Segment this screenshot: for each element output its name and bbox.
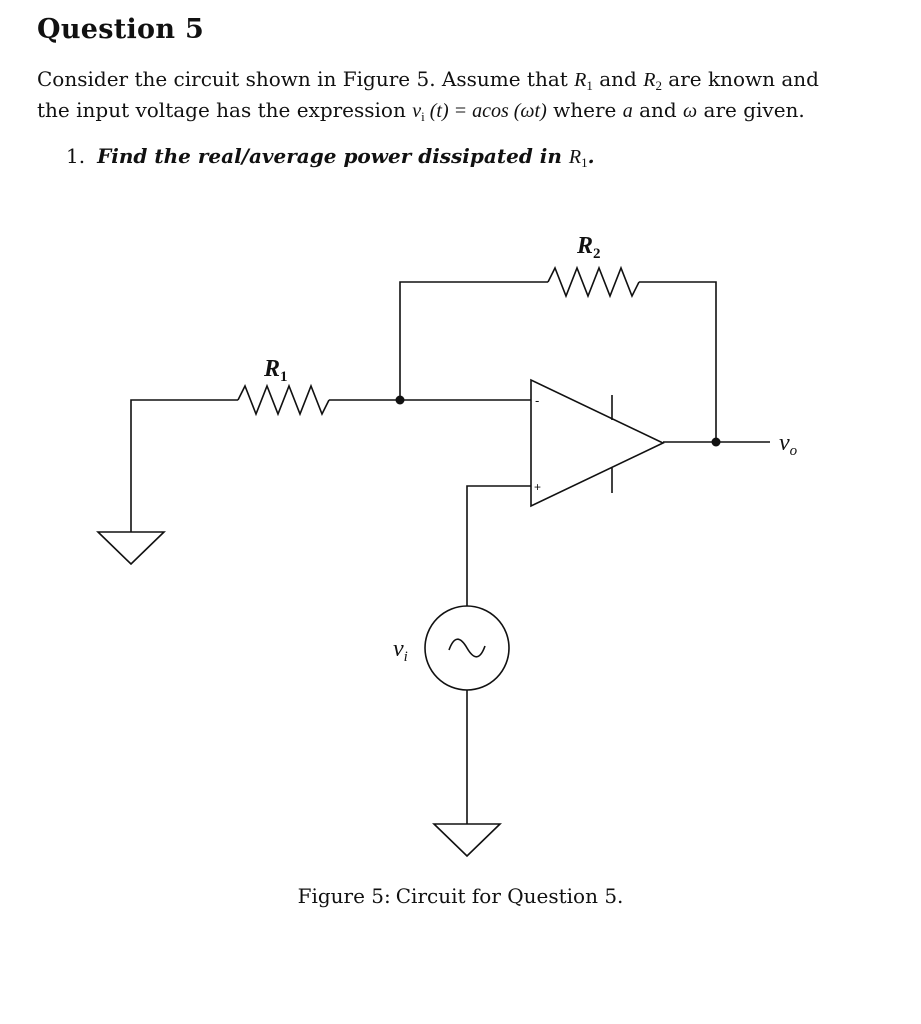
op-amp-plus-sign: + (534, 480, 541, 494)
op-amp-minus-sign: - (535, 393, 539, 408)
omega-symbol: ω (683, 100, 698, 122)
sine-wave-icon (448, 638, 486, 658)
r2-symbol: R2 (643, 69, 662, 93)
resistor-r1 (237, 383, 330, 417)
junction-node-input (395, 395, 405, 405)
caption-label: Figure 5: (297, 884, 391, 908)
statement-text: are given. (697, 98, 805, 122)
statement-text: the input voltage has the expression (37, 98, 413, 122)
r2-label: R2 (576, 233, 601, 262)
wire-feedback-right (639, 281, 717, 442)
op-amp (530, 378, 665, 508)
statement-text: Consider the circuit shown in Figure 5. … (37, 67, 575, 91)
item-number: 1. (66, 144, 86, 168)
wire-ground-to-r1 (130, 399, 238, 532)
circuit-diagram: - + R1 R2 vi vo (96, 233, 798, 858)
junction-node-output (711, 437, 721, 447)
figure-caption: Figure 5:Circuit for Question 5. (0, 884, 921, 908)
r1-label: R1 (263, 356, 288, 385)
a-symbol: a (622, 100, 633, 122)
question-item-1: 1. Find the real/average power dissipated… (66, 142, 595, 171)
vi-symbol: vi (412, 100, 425, 124)
caption-text: Circuit for Question 5. (395, 884, 624, 908)
wire-feedback-left (399, 281, 548, 400)
statement-line-1: Consider the circuit shown in Figure 5. … (37, 64, 897, 95)
vi-label: vi (393, 636, 408, 665)
statement-text: and (632, 98, 684, 122)
statement-line-2: the input voltage has the expression vi … (37, 95, 897, 126)
question-heading: Question 5 (37, 14, 205, 45)
wire-noninverting-to-source (466, 485, 531, 606)
statement-text: are known and (661, 67, 819, 91)
ground-symbol-left (96, 531, 166, 566)
resistor-r2 (547, 265, 640, 299)
statement-text: and (592, 67, 644, 91)
statement-text: where (546, 98, 623, 122)
item-text: Find the real/average power dissipated i… (97, 144, 595, 170)
ground-symbol-bottom (432, 823, 502, 858)
vo-label: vo (779, 430, 798, 459)
problem-statement: Consider the circuit shown in Figure 5. … (37, 64, 897, 126)
voltage-expression: (t) = acos (ωt) (424, 100, 547, 122)
r1-symbol: R1 (574, 69, 593, 93)
